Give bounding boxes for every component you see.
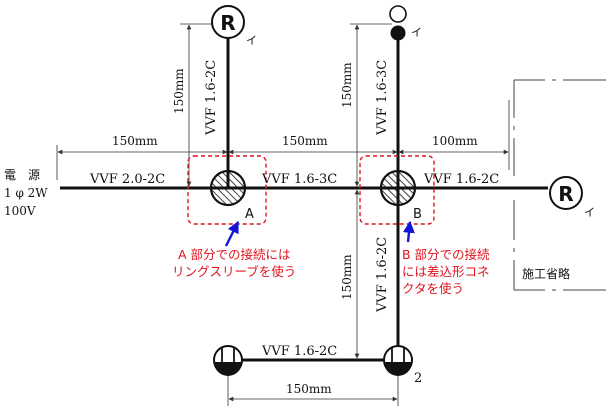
power-source-line1: 電 源 [4,168,40,182]
note-b-line1: B 部分での接続 [402,247,490,262]
arrow-b-icon [402,220,415,243]
label-i-right: イ [584,206,595,219]
cable-main-right: VVF 1.6-2C [423,172,499,187]
cable-up-a: VVF 1.6-2C [204,60,219,136]
note-a-line1: A 部分での接続には [178,247,291,262]
dim-bottom-text: 150mm [286,382,332,396]
omitted-area-border [513,79,606,291]
box-b-label: B [413,207,422,222]
label-i-top-right: イ [411,26,422,39]
note-a-line2: リングスリーブを使う [172,264,296,279]
dim-mid-text: 150mm [282,134,328,148]
power-source-line2: 1 φ 2W [4,186,48,200]
dim-left-text: 150mm [112,134,158,148]
note-b-line2: には差込形コネ [402,264,490,279]
box-b-outline [359,155,435,225]
switch-number: 2 [414,371,422,386]
note-b-line3: クタを使う [402,281,464,296]
cable-main-mid: VVF 1.6-3C [261,172,337,187]
receptacle-top-label: R [220,11,235,35]
receptacle-right-icon [549,176,583,210]
cable-down-b: VVF 1.6-2C [375,237,390,313]
omitted-label: 施工省略 [522,266,570,281]
joint-box-b-icon [379,169,417,207]
label-i-top-left: イ [246,34,257,47]
pilot-dot-icon [390,25,406,41]
dimension-lines [56,23,510,406]
dim-up-a-text: 150mm [172,68,186,114]
dim-right-text: 100mm [432,134,478,148]
arrow-a-icon [224,220,240,247]
cable-bottom: VVF 1.6-2C [261,344,337,359]
receptacle-right-label: R [558,182,573,206]
switch-left-icon [213,345,243,376]
switch-right-icon [383,345,413,376]
cable-main-left: VVF 2.0-2C [89,172,165,187]
cable-up-b: VVF 1.6-3C [375,60,390,136]
lamp-icon [389,5,407,23]
joint-box-a-icon [209,169,247,207]
receptacle-top-icon [211,5,245,39]
wiring-lines [60,34,548,362]
power-source-line3: 100V [4,204,36,218]
box-a-label: A [245,207,254,222]
dim-down-b-text: 150mm [340,254,354,300]
dim-up-b-text: 150mm [340,62,354,108]
